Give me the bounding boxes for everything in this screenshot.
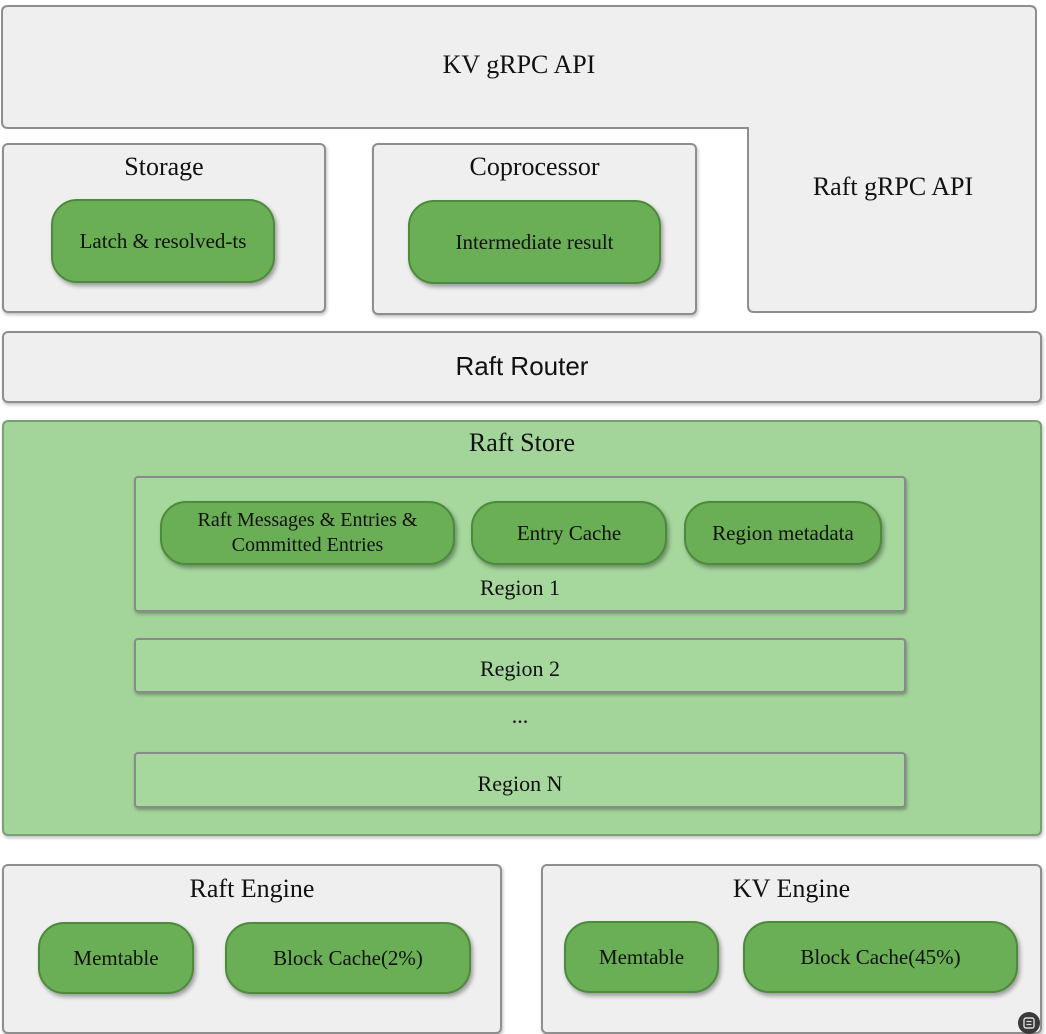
raft-router-title: Raft Router [455,351,589,381]
raft-engine-block-cache-pill: Block Cache(2%) [225,922,471,994]
raft-store-title: Raft Store [468,428,576,457]
raft-engine-title: Raft Engine [189,874,315,903]
raft-router-box [2,331,1042,403]
region-2-label: Region 2 [479,656,561,681]
entry-cache-pill: Entry Cache [471,501,667,565]
latch-resolved-ts-pill: Latch & resolved-ts [51,199,275,283]
storage-title: Storage [124,152,204,181]
kv-grpc-api-label: KV gRPC API [442,50,596,79]
raft-messages-line2: Committed Entries [231,534,384,556]
region-1-label: Region 1 [479,575,561,600]
corner-widget-glyph [1023,1017,1035,1029]
region-2-box [134,638,906,693]
intermediate-result-pill: Intermediate result [408,200,661,284]
raft-messages-line1: Raft Messages & Entries & [197,509,418,531]
raft-grpc-api-label: Raft gRPC API [812,172,974,201]
kv-engine-block-cache-pill: Block Cache(45%) [743,921,1018,993]
kv-engine-title: KV Engine [732,874,851,903]
raft-engine-memtable-pill: Memtable [38,922,194,994]
region-n-box [134,752,906,808]
region-metadata-pill: Region metadata [684,501,882,565]
regions-ellipsis: ... [511,703,529,728]
region-n-label: Region N [477,771,563,796]
raft-messages-pill: Raft Messages & Entries & Committed Entr… [160,501,455,565]
kv-engine-memtable-pill: Memtable [564,921,719,993]
corner-widget-icon[interactable] [1018,1012,1040,1034]
coprocessor-title: Coprocessor [469,152,600,181]
grpc-api-shape [1,5,1037,313]
